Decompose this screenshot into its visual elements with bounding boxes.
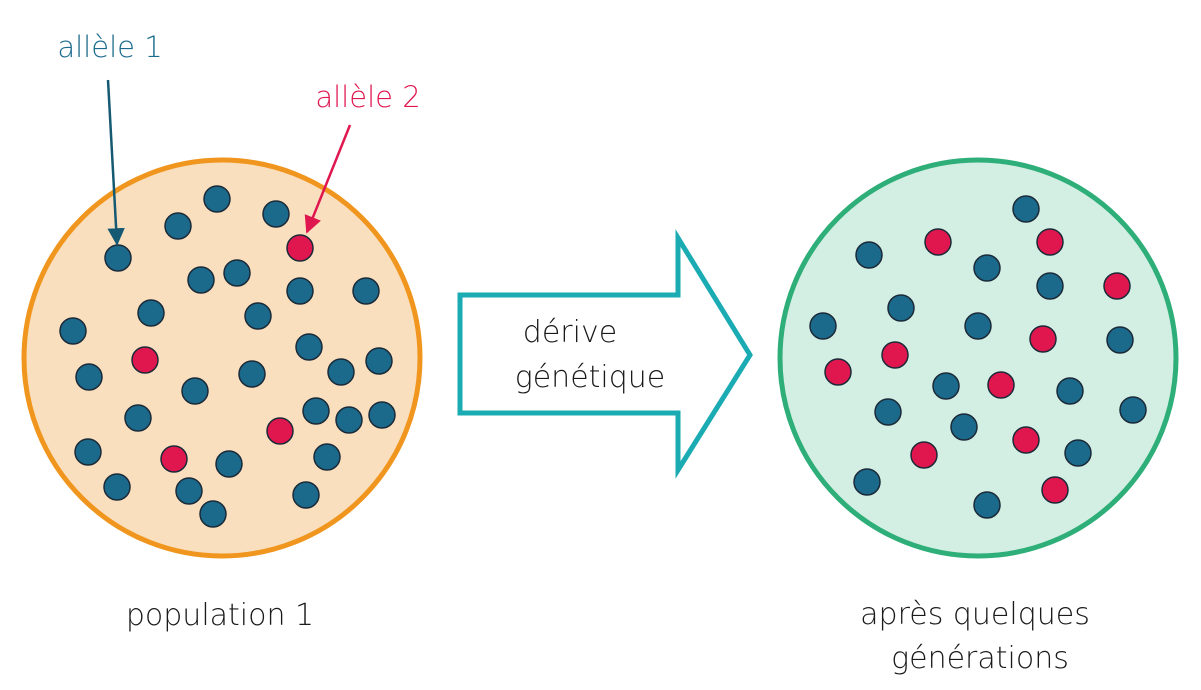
allele-2-pointer-arrow	[304, 124, 352, 234]
after-generations-allele-2-dot	[1012, 426, 1040, 454]
after-generations-allele-1-dot	[855, 241, 883, 269]
after-generations-allele-2-dot	[924, 228, 952, 256]
population-1-allele-2-dot	[160, 445, 188, 473]
after-generations-allele-1-dot	[932, 372, 960, 400]
after-generations-allele-1-dot	[1012, 195, 1040, 223]
after-generations-allele-1-dot	[809, 312, 837, 340]
allele-1-pointer-arrow	[106, 79, 125, 246]
after-generations-allele-2-dot	[1041, 476, 1069, 504]
population-1-allele-1-dot	[368, 401, 396, 429]
after-generations-allele-1-dot	[973, 491, 1001, 519]
after-generations-allele-2-dot	[1103, 272, 1131, 300]
after-generations-allele-1-dot	[874, 398, 902, 426]
after-generations-allele-2-dot	[987, 371, 1015, 399]
after-generations-allele-1-dot	[1036, 272, 1064, 300]
population-1-allele-1-dot	[199, 500, 227, 528]
population-1-allele-1-dot	[103, 473, 131, 501]
population-1-allele-1-dot	[335, 406, 363, 434]
after-generations-allele-1-dot	[853, 468, 881, 496]
after-generations-allele-2-dot	[881, 341, 909, 369]
population-1-allele-1-dot	[215, 450, 243, 478]
population-1-allele-1-dot	[137, 299, 165, 327]
after-generations-allele-1-dot	[950, 413, 978, 441]
population-1-caption: population 1	[126, 598, 314, 633]
population-1-allele-1-dot	[262, 200, 290, 228]
genetic-drift-arrow	[457, 229, 753, 479]
after-generations-allele-2-dot	[1029, 325, 1057, 353]
population-1-allele-1-dot	[203, 185, 231, 213]
population-1-allele-1-dot	[124, 404, 152, 432]
after-generations-alleles	[809, 195, 1147, 519]
after-generations-allele-1-dot	[1119, 396, 1147, 424]
population-1-allele-1-dot	[302, 397, 330, 425]
population-1-allele-1-dot	[365, 347, 393, 375]
population-1-allele-1-dot	[286, 277, 314, 305]
after-generations-allele-1-dot	[1106, 326, 1134, 354]
population-1-allele-1-dot	[187, 266, 215, 294]
population-1-allele-1-dot	[74, 438, 102, 466]
population-1-allele-2-dot	[286, 234, 314, 262]
population-1-allele-1-dot	[104, 244, 132, 272]
after-generations-allele-2-dot	[910, 441, 938, 469]
population-1-allele-1-dot	[295, 333, 323, 361]
after-generations-allele-1-dot	[887, 294, 915, 322]
after-generations-allele-1-dot	[973, 254, 1001, 282]
population-1-allele-1-dot	[313, 443, 341, 471]
population-1-allele-1-dot	[352, 277, 380, 305]
after-generations-allele-1-dot	[964, 312, 992, 340]
allele-2-label: allèle 2	[315, 80, 420, 114]
after-generations-allele-2-dot	[824, 358, 852, 386]
after-generations-allele-2-dot	[1036, 228, 1064, 256]
after-generations-allele-1-dot	[1056, 377, 1084, 405]
population-1-allele-2-dot	[266, 417, 294, 445]
after-generations-caption-line1: après quelques	[860, 597, 1090, 632]
population-1-allele-1-dot	[164, 212, 192, 240]
population-1-allele-1-dot	[181, 377, 209, 405]
after-generations-allele-1-dot	[1064, 439, 1092, 467]
arrow-label-line1: dérive	[523, 315, 617, 350]
population-1-allele-2-dot	[131, 346, 159, 374]
population-1-allele-1-dot	[223, 259, 251, 287]
population-1-allele-1-dot	[59, 317, 87, 345]
population-1-circle	[21, 157, 423, 559]
population-1-allele-1-dot	[244, 302, 272, 330]
arrow-label-line2: génétique	[515, 360, 666, 395]
population-1-allele-1-dot	[327, 358, 355, 386]
allele-1-label: allèle 1	[57, 30, 162, 64]
population-1-allele-1-dot	[238, 360, 266, 388]
after-generations-caption-line2: générations	[891, 641, 1069, 676]
population-1-alleles	[59, 185, 396, 528]
population-1-allele-1-dot	[175, 477, 203, 505]
population-1-allele-1-dot	[75, 363, 103, 391]
population-1-allele-1-dot	[292, 481, 320, 509]
